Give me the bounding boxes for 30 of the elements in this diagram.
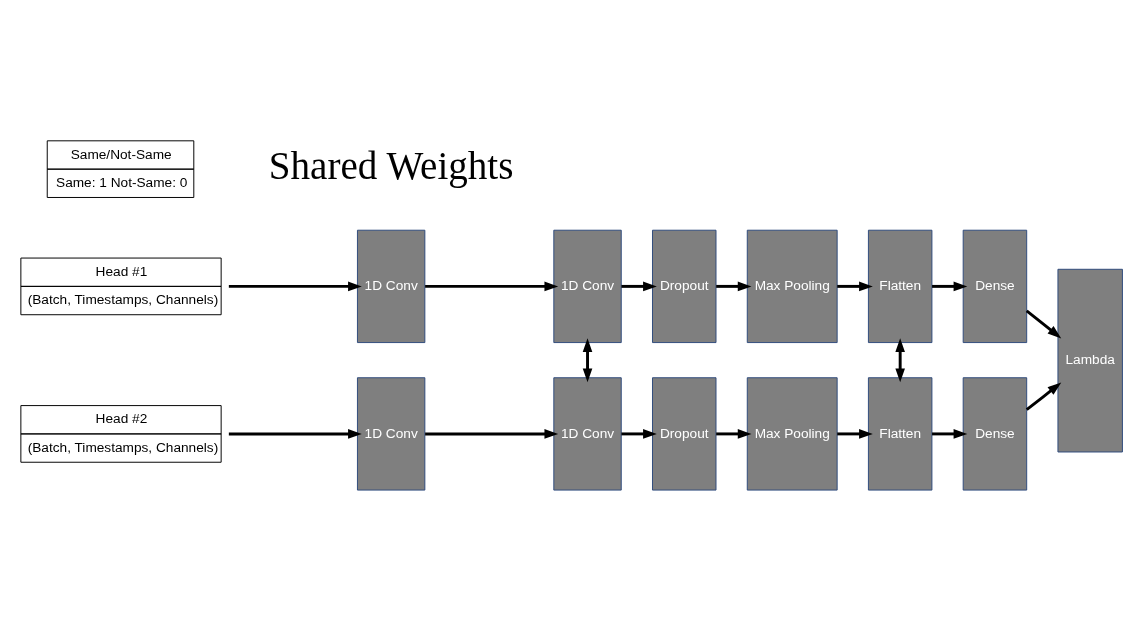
arrow xyxy=(621,281,657,292)
arrow xyxy=(716,429,752,439)
arrow xyxy=(621,429,657,439)
node-box: Max Pooling xyxy=(746,229,838,344)
arrow xyxy=(1025,309,1062,339)
arrow xyxy=(425,281,559,292)
arrow xyxy=(837,429,873,439)
node-box: Flatten xyxy=(867,377,933,491)
node-box: 1D Conv xyxy=(553,229,622,344)
node-box: Dropout xyxy=(652,229,717,344)
node-box: Flatten xyxy=(867,229,933,344)
arrow xyxy=(895,338,905,383)
node-box: 1D Conv xyxy=(356,377,426,491)
arrow xyxy=(837,281,873,292)
arrow xyxy=(1025,382,1062,411)
arrow xyxy=(716,281,752,292)
node-box: Dropout xyxy=(652,377,717,491)
arrow xyxy=(932,281,968,292)
node-box: Dense xyxy=(962,377,1028,491)
label: Shared Weights xyxy=(268,143,514,187)
node-box: Max Pooling xyxy=(746,377,838,491)
arrow xyxy=(228,281,362,292)
node-box: 1D Conv xyxy=(553,377,622,491)
node-box: 1D Conv xyxy=(356,229,426,344)
arrow xyxy=(582,338,593,383)
node-box: Lambda xyxy=(1057,268,1123,453)
node-box: Dense xyxy=(962,229,1028,344)
arrow xyxy=(932,429,968,439)
arrow xyxy=(228,429,362,439)
arrow xyxy=(425,429,559,439)
